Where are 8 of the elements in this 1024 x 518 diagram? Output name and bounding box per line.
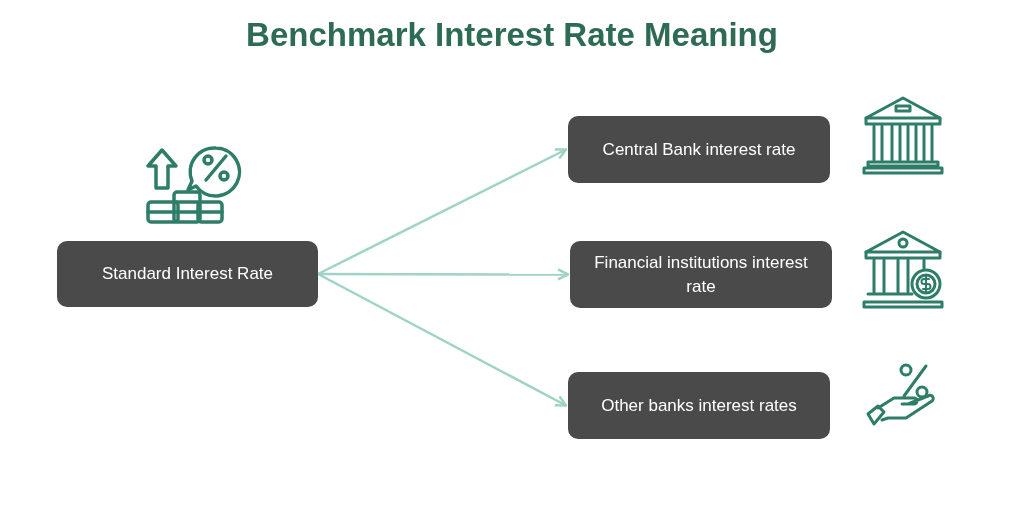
process-box: Financial institutions interest rate bbox=[570, 241, 832, 308]
arrow bbox=[317, 272, 568, 407]
process-box: Standard Interest Rate bbox=[57, 241, 318, 307]
title: Benchmark Interest Rate Meaning bbox=[246, 15, 778, 55]
process-box: Other banks interest rates bbox=[568, 372, 830, 439]
process-box: Central Bank interest rate bbox=[568, 116, 830, 183]
arrow bbox=[318, 268, 570, 281]
arrow bbox=[317, 148, 568, 276]
